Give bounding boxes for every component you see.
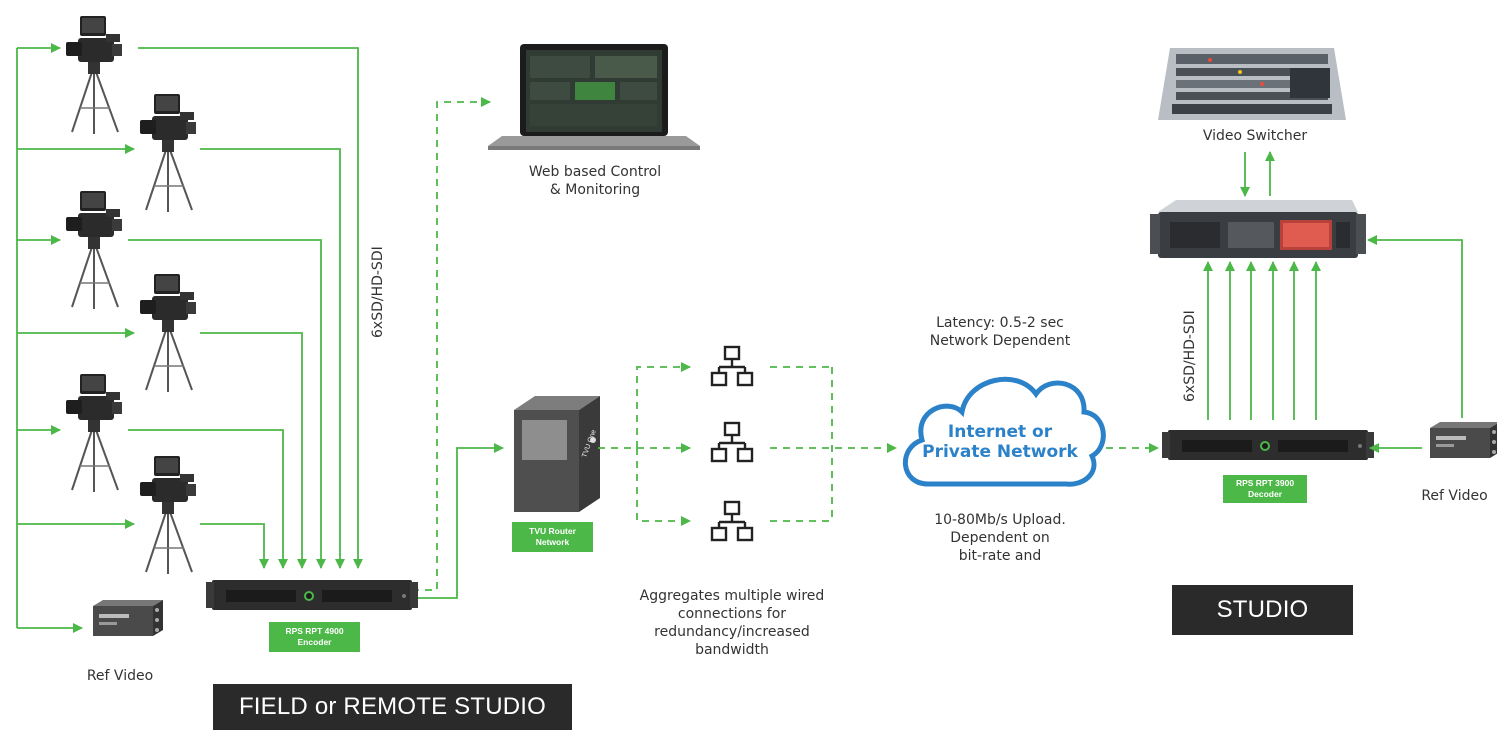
decoder-badge-line: Decoder xyxy=(1247,489,1282,499)
camera-icons xyxy=(65,15,197,575)
studio-switcher-hardware-icon xyxy=(1150,200,1366,258)
cloud-label: Internet or Private Network xyxy=(910,422,1090,462)
aggregates-label-line: connections for xyxy=(677,606,787,622)
ref-video-converter-icon xyxy=(1430,422,1497,458)
decoder-badge: RPS RPT 3900 Decoder xyxy=(1223,475,1307,503)
web-control-label-line: Web based Control xyxy=(528,164,662,180)
ref-video-right-label: Ref Video xyxy=(1421,488,1488,504)
web-control-label-line: & Monitoring xyxy=(549,182,641,198)
field-studio-banner: FIELD or REMOTE STUDIO xyxy=(213,684,572,730)
encoder-rack-icon xyxy=(206,580,418,610)
ref-video-converter-icon xyxy=(93,600,163,636)
camera-feed-lines xyxy=(16,43,504,633)
aggregates-label-line: bandwidth xyxy=(695,642,769,658)
camera-icon xyxy=(65,190,123,310)
latency-label-line: Network Dependent xyxy=(929,333,1071,349)
video-switcher-icon xyxy=(1158,48,1346,120)
camera-icon xyxy=(65,15,123,135)
video-switcher-label: Video Switcher xyxy=(1202,128,1308,144)
network-node-icon xyxy=(710,345,754,387)
web-control-dashed-link xyxy=(412,97,491,591)
upload-label-line: bit-rate and xyxy=(958,548,1042,564)
encoder-badge-line: RPS RPT 4900 xyxy=(285,626,344,636)
upload-label: 10-80Mb/s Upload. Dependent on bit-rate … xyxy=(905,511,1095,565)
network-node-icon xyxy=(710,421,754,463)
encoder-badge-line: Encoder xyxy=(297,637,332,647)
router-badge-line: TVU Router xyxy=(529,526,576,536)
studio-banner: STUDIO xyxy=(1172,585,1353,635)
camera-icon xyxy=(65,373,123,493)
router-badge-line: Network xyxy=(535,537,570,547)
web-control-label: Web based Control & Monitoring xyxy=(500,163,690,199)
sdi-left-label: 6xSD/HD-SDI xyxy=(370,246,386,338)
cloud-label-line: Internet or xyxy=(947,422,1053,442)
cloud-icon xyxy=(903,376,1106,487)
latency-label: Latency: 0.5-2 sec Network Dependent xyxy=(910,314,1090,350)
sdi-right-label: 6xSD/HD-SDI xyxy=(1182,310,1198,402)
ref-video-left-label: Ref Video xyxy=(86,668,154,684)
network-node-icon xyxy=(710,500,754,542)
camera-icon xyxy=(139,455,197,575)
aggregates-label-line: Aggregates multiple wired xyxy=(639,588,825,604)
upload-label-line: Dependent on xyxy=(950,530,1050,546)
router-badge: TVU Router Network xyxy=(512,522,593,552)
camera-icon xyxy=(139,273,197,393)
encoder-badge: RPS RPT 4900 Encoder xyxy=(269,622,360,652)
decoder-badge-line: RPS RPT 3900 xyxy=(1235,478,1295,488)
upload-label-line: 10-80Mb/s Upload. xyxy=(934,512,1066,528)
bonded-network-dashed-links xyxy=(598,362,1159,526)
latency-label-line: Latency: 0.5-2 sec xyxy=(936,315,1064,331)
tvu-router-device: TVU One xyxy=(514,396,600,512)
camera-icon xyxy=(139,93,197,213)
aggregates-label-line: redundancy/increased xyxy=(654,624,810,640)
decoder-rack-icon xyxy=(1162,430,1374,460)
cloud-label-line: Private Network xyxy=(922,442,1078,462)
studio-feed-lines xyxy=(1203,151,1463,453)
aggregates-label: Aggregates multiple wired connections fo… xyxy=(622,587,842,659)
laptop-icon xyxy=(488,44,700,150)
